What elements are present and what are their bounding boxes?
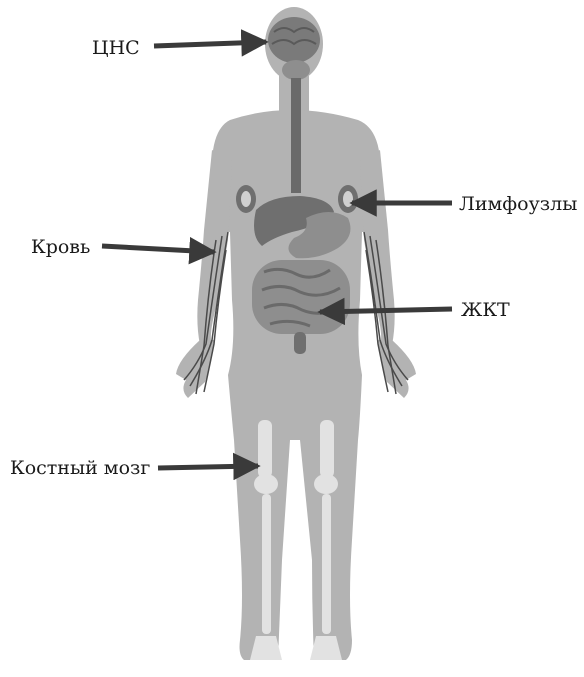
arrow-gi-tract [320,309,452,312]
arrow-bone-marrow [158,466,258,468]
lymph-node-right [338,185,358,213]
arrow-blood [102,246,214,252]
label-blood: Кровь [31,238,90,257]
lymph-node-left [236,185,256,213]
label-bone-marrow: Костный мозг [10,459,150,478]
arrow-cns [154,42,266,46]
label-lymph-nodes: Лимфоузлы [459,195,577,214]
label-gi-tract: ЖКТ [461,301,510,320]
label-cns: ЦНС [92,39,140,58]
leg-bones [250,420,342,660]
